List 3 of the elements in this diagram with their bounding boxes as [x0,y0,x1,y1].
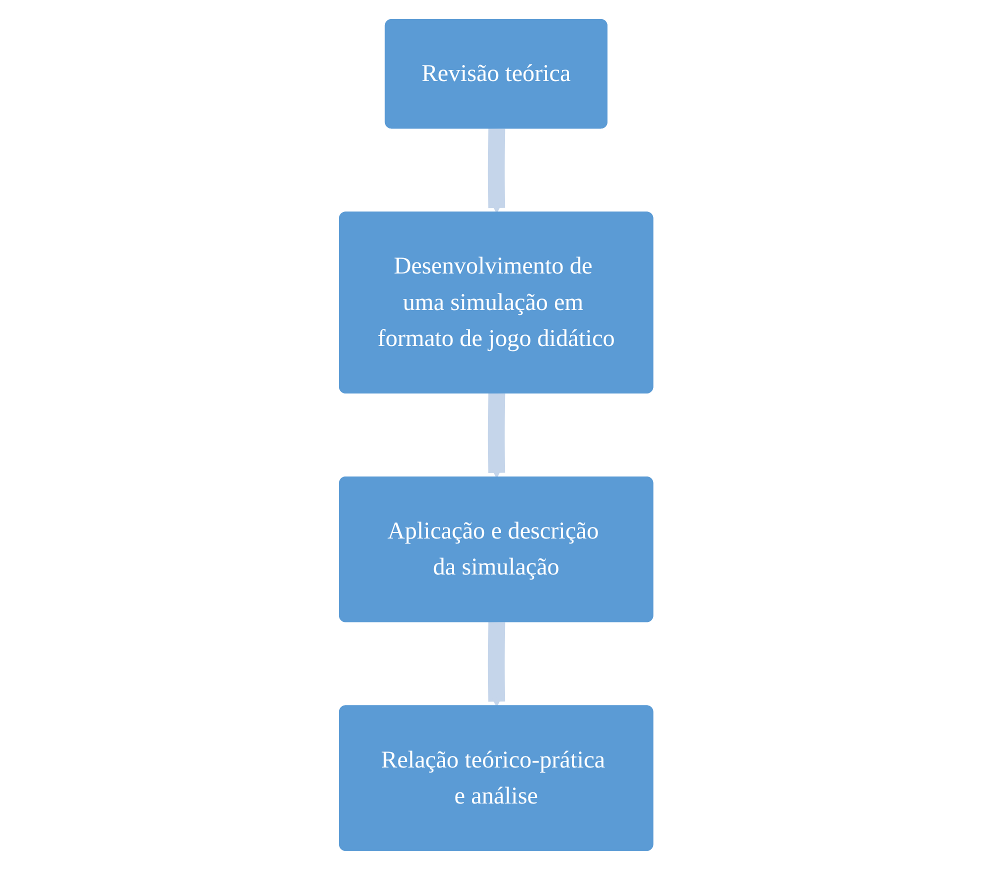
arrow [488,620,506,707]
arrow [488,392,506,478]
arrow [488,127,506,214]
